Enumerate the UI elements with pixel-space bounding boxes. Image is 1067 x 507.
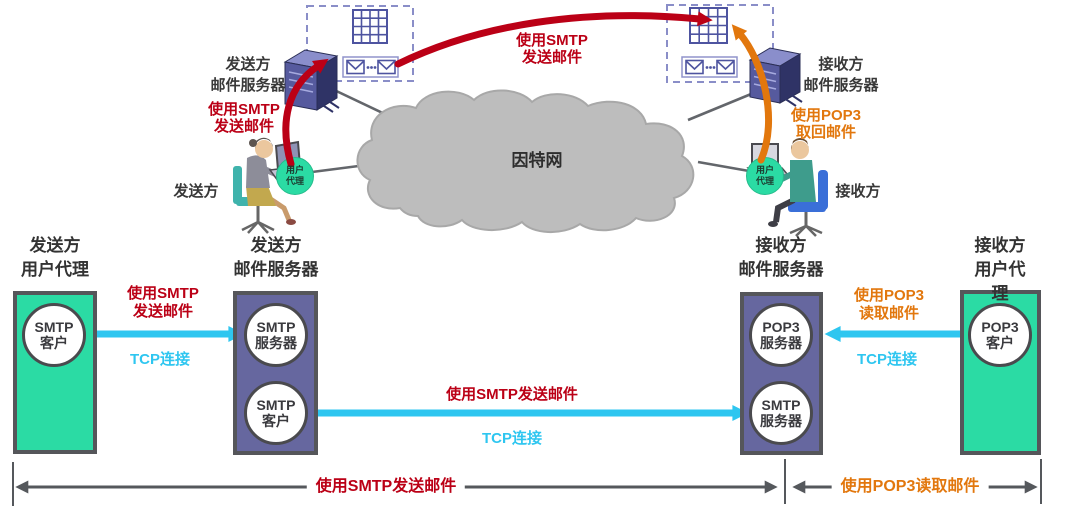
ellipsis-dots [705, 66, 716, 69]
receiver-server-header: 接收方 邮件服务器 [738, 236, 824, 279]
server-to-server-label: 使用SMTP发送邮件 [446, 386, 578, 403]
measure-pop3-label: 使用POP3读取邮件 [831, 477, 989, 497]
smtp-transfer-arrow [394, 11, 713, 68]
smtp-upload-arrow [282, 58, 329, 168]
smtp-client-circle-ua: SMTP 客户 [22, 303, 86, 367]
pop3-retrieve-arrow [731, 24, 772, 164]
link-receiver-ua-cloud [697, 160, 750, 173]
sender-mailbox-grid-icon [352, 9, 388, 44]
internet-label: 因特网 [511, 151, 563, 170]
receiver-ua-header: 接收方 用户代理 [974, 236, 1026, 303]
sender-mail-server-label: 发送方 邮件服务器 [210, 56, 286, 94]
pop3-server-circle: POP3 服务器 [749, 303, 813, 367]
ellipsis-dots [366, 66, 377, 69]
sender-user-agent-label: 用户 代理 [285, 165, 305, 186]
pop3-retrieve-label: 使用POP3 取回邮件 [790, 107, 862, 141]
ua-to-server-label: 使用SMTP 发送邮件 [127, 285, 199, 320]
envelope-icon [716, 59, 735, 75]
envelope-icon [685, 59, 704, 75]
receiver-envelope-strip [681, 56, 738, 78]
receiver-user-agent-label: 用户 代理 [755, 165, 775, 186]
sender-label: 发送方 [173, 183, 219, 200]
link-receiver-server-cloud [687, 90, 757, 122]
server-to-ua-label: 使用POP3 读取邮件 [853, 287, 925, 322]
receiver-mail-server-label: 接收方 邮件服务器 [803, 56, 879, 94]
sender-server-header: 发送方 邮件服务器 [233, 236, 319, 279]
smtp-client-circle-server: SMTP 客户 [244, 381, 308, 445]
smtp-server-circle-recv: SMTP 服务器 [749, 381, 813, 445]
internet-cloud [356, 89, 695, 234]
server-to-ua-tcp-label: TCP连接 [856, 351, 918, 368]
smtp-server-circle: SMTP 服务器 [244, 303, 308, 367]
receiver-mailbox-grid-icon [689, 7, 728, 44]
receiver-label: 接收方 [835, 183, 881, 200]
envelope-icon [346, 59, 365, 75]
receiver-server-icon [748, 47, 803, 107]
smtp-send-left-label: 使用SMTP 发送邮件 [208, 101, 280, 135]
sender-user-agent-badge [276, 157, 314, 195]
ua-to-server-tcp-label: TCP连接 [129, 351, 191, 368]
smtp-send-center-label: 使用SMTP 发送邮件 [516, 32, 588, 66]
sender-ua-header: 发送方 用户代理 [21, 236, 89, 279]
server-to-server-tcp-label: TCP连接 [481, 430, 543, 447]
measure-smtp-label: 使用SMTP发送邮件 [306, 477, 466, 497]
pop3-client-circle: POP3 客户 [968, 303, 1032, 367]
tcp-arrows [88, 326, 966, 421]
envelope-icon [377, 59, 396, 75]
sender-envelope-strip [342, 56, 399, 78]
